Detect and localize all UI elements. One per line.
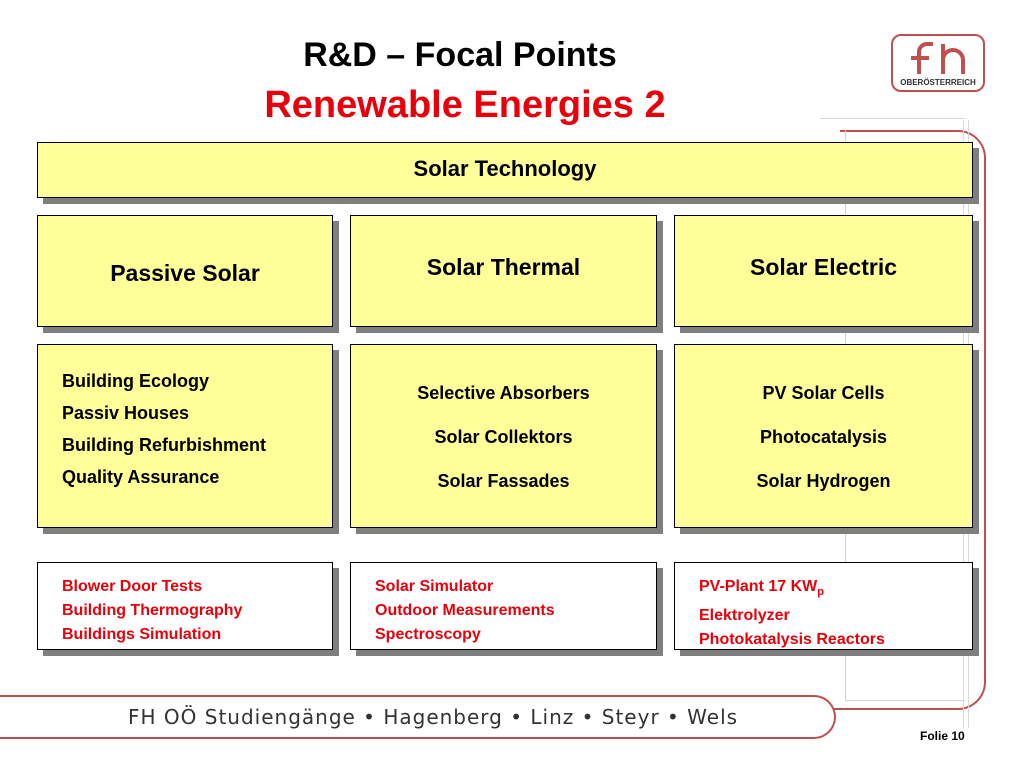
list-item: Quality Assurance — [62, 467, 220, 487]
solar-thermal-facilities-box: Solar Simulator Outdoor Measurements Spe… — [350, 562, 657, 650]
topic-list: PV Solar Cells Photocatalysis Solar Hydr… — [675, 371, 972, 503]
page-number: Folie 10 — [920, 729, 965, 743]
column-heading: Solar Thermal — [426, 254, 581, 280]
footer-band: FH OÖ Studiengänge • Hagenberg • Linz • … — [0, 695, 836, 739]
passive-solar-box: Passive Solar — [37, 215, 333, 327]
list-item: Solar Simulator — [375, 578, 494, 595]
facility-list: Solar Simulator Outdoor Measurements Spe… — [375, 575, 555, 647]
list-item: Elektrolyzer — [699, 607, 790, 625]
decorative-frame-curve — [700, 130, 986, 710]
decorative-line — [820, 118, 966, 119]
list-item-text: PV-Plant 17 KW — [699, 578, 818, 595]
list-item: Photocatalysis — [759, 427, 888, 447]
facility-list: PV-Plant 17 KWp Elektrolyzer Photokataly… — [699, 575, 885, 652]
list-item: Building Ecology — [62, 371, 209, 391]
list-item: Solar Hydrogen — [756, 471, 891, 491]
list-item: Buildings Simulation — [62, 626, 222, 643]
passive-solar-topics-box: Building Ecology Passiv Houses Building … — [37, 344, 333, 528]
list-item: Solar Collektors — [434, 427, 573, 447]
solar-electric-facilities-box: PV-Plant 17 KWp Elektrolyzer Photokataly… — [674, 562, 973, 650]
list-item: Solar Fassades — [437, 471, 570, 491]
logo-subtitle: OBERÖSTERREICH — [900, 78, 976, 87]
facility-list: Blower Door Tests Building Thermography … — [62, 575, 242, 647]
list-item: Outdoor Measurements — [375, 602, 555, 619]
fh-logo: OBERÖSTERREICH — [891, 34, 985, 92]
list-item: PV-Plant 17 KWp — [699, 575, 885, 604]
list-item: Building Refurbishment — [62, 435, 266, 455]
solar-thermal-topics-box: Selective Absorbers Solar Collektors Sol… — [350, 344, 657, 528]
solar-electric-box: Solar Electric — [674, 215, 973, 327]
list-item: Passiv Houses — [62, 403, 190, 423]
list-item: Spectroscopy — [375, 626, 481, 643]
list-item: Photokatalysis Reactors — [699, 631, 885, 649]
list-item: PV Solar Cells — [762, 383, 885, 403]
slide-title: R&D – Focal Points — [303, 36, 617, 74]
header-box-label: Solar Technology — [413, 156, 597, 181]
solar-thermal-box: Solar Thermal — [350, 215, 657, 327]
list-item: Selective Absorbers — [417, 383, 590, 403]
topic-list: Selective Absorbers Solar Collektors Sol… — [351, 371, 656, 503]
topic-list: Building Ecology Passiv Houses Building … — [62, 365, 266, 493]
solar-technology-box: Solar Technology — [37, 142, 973, 198]
slide-subtitle: Renewable Energies 2 — [264, 84, 666, 126]
list-item: Blower Door Tests — [62, 578, 203, 595]
column-heading: Passive Solar — [110, 260, 260, 286]
decorative-line — [845, 700, 965, 701]
fh-logo-icon — [911, 42, 965, 74]
passive-solar-facilities-box: Blower Door Tests Building Thermography … — [37, 562, 333, 650]
subscript: p — [817, 586, 824, 599]
solar-electric-topics-box: PV Solar Cells Photocatalysis Solar Hydr… — [674, 344, 973, 528]
footer-text: FH OÖ Studiengänge • Hagenberg • Linz • … — [128, 705, 739, 729]
list-item: Building Thermography — [62, 602, 243, 619]
column-heading: Solar Electric — [749, 254, 898, 280]
